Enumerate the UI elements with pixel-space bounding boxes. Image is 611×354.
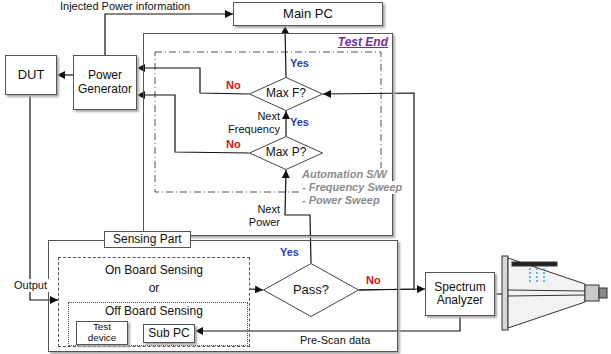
box-label: Main PC: [283, 7, 333, 21]
flow-arrow: [105, 14, 233, 55]
automation-note: - Power Sweep: [300, 194, 382, 207]
no-label: No: [366, 274, 381, 287]
edge-label: Next Power: [238, 203, 280, 229]
edge-label: Pre-Scan data: [300, 334, 370, 347]
automation-note: Automation S/W: [300, 168, 389, 181]
flow-arrow: [30, 95, 58, 300]
automation-note: - Frequency Sweep: [300, 181, 404, 194]
antenna-connector-tip: [599, 288, 607, 298]
horn-antenna: [502, 256, 607, 330]
dut-box: DUT: [5, 55, 57, 95]
antenna-ridge: [512, 262, 557, 266]
decision-diamond: Max P?: [249, 136, 323, 170]
edge-label: Output: [12, 279, 49, 292]
box-label: DUT: [18, 68, 45, 82]
antenna-ridge-lines: [508, 290, 585, 296]
yes-label: Yes: [290, 116, 309, 129]
decision-diamond: Max F?: [249, 77, 323, 111]
box-label: Off Board Sensing: [105, 305, 203, 318]
test-device-box: Test device: [76, 321, 128, 345]
diamond-shape: [250, 78, 323, 111]
no-label: No: [226, 138, 241, 151]
box-label: Max P?: [266, 146, 307, 159]
diamond-shape: [250, 137, 323, 170]
main-pc-box: Main PC: [233, 2, 383, 26]
box-label: Max F?: [266, 87, 306, 100]
antenna-connector: [585, 285, 599, 301]
flow-arrow: [250, 289, 263, 290]
off-board-sensing-box: Off Board SensingTest device Sub PC: [68, 302, 248, 346]
test-end-title: Test End: [338, 36, 388, 49]
box-label: On Board Sensing: [59, 264, 249, 277]
box-label: Test device: [79, 322, 125, 344]
box-label: Power Generator: [76, 69, 134, 95]
flow-arrow: [137, 68, 249, 94]
power-generator-box: Power Generator: [73, 55, 137, 110]
no-label: No: [226, 79, 241, 92]
flow-arrow: [285, 111, 286, 136]
antenna-field-lines: [530, 268, 544, 282]
antenna-cable: [495, 293, 502, 294]
on-board-sensing-box: On Board Sensing orOff Board SensingTest …: [58, 257, 250, 347]
flow-arrow: [195, 316, 460, 331]
box-label: Pass?: [293, 283, 329, 297]
edge-label: Injected Power information: [60, 0, 190, 13]
flow-arrow: [57, 74, 73, 75]
sensing-part-title: Sensing Part: [104, 231, 191, 248]
antenna-flange: [502, 256, 508, 330]
antenna-horn: [508, 258, 585, 328]
flow-arrow: [359, 289, 425, 290]
decision-diamond: Pass?: [263, 263, 359, 317]
note-text: Next Frequency: [226, 110, 280, 136]
sub-pc-box: Sub PC: [143, 324, 195, 343]
diamond-shape: [264, 264, 359, 317]
spectrum-analyzer-box: Spectrum Analyzer: [425, 272, 495, 316]
or-label: or: [59, 282, 249, 295]
box-label: Spectrum Analyzer: [428, 281, 492, 307]
box-label: Sub PC: [148, 327, 189, 340]
yes-label: Yes: [290, 57, 309, 70]
yes-label: Yes: [280, 246, 299, 259]
